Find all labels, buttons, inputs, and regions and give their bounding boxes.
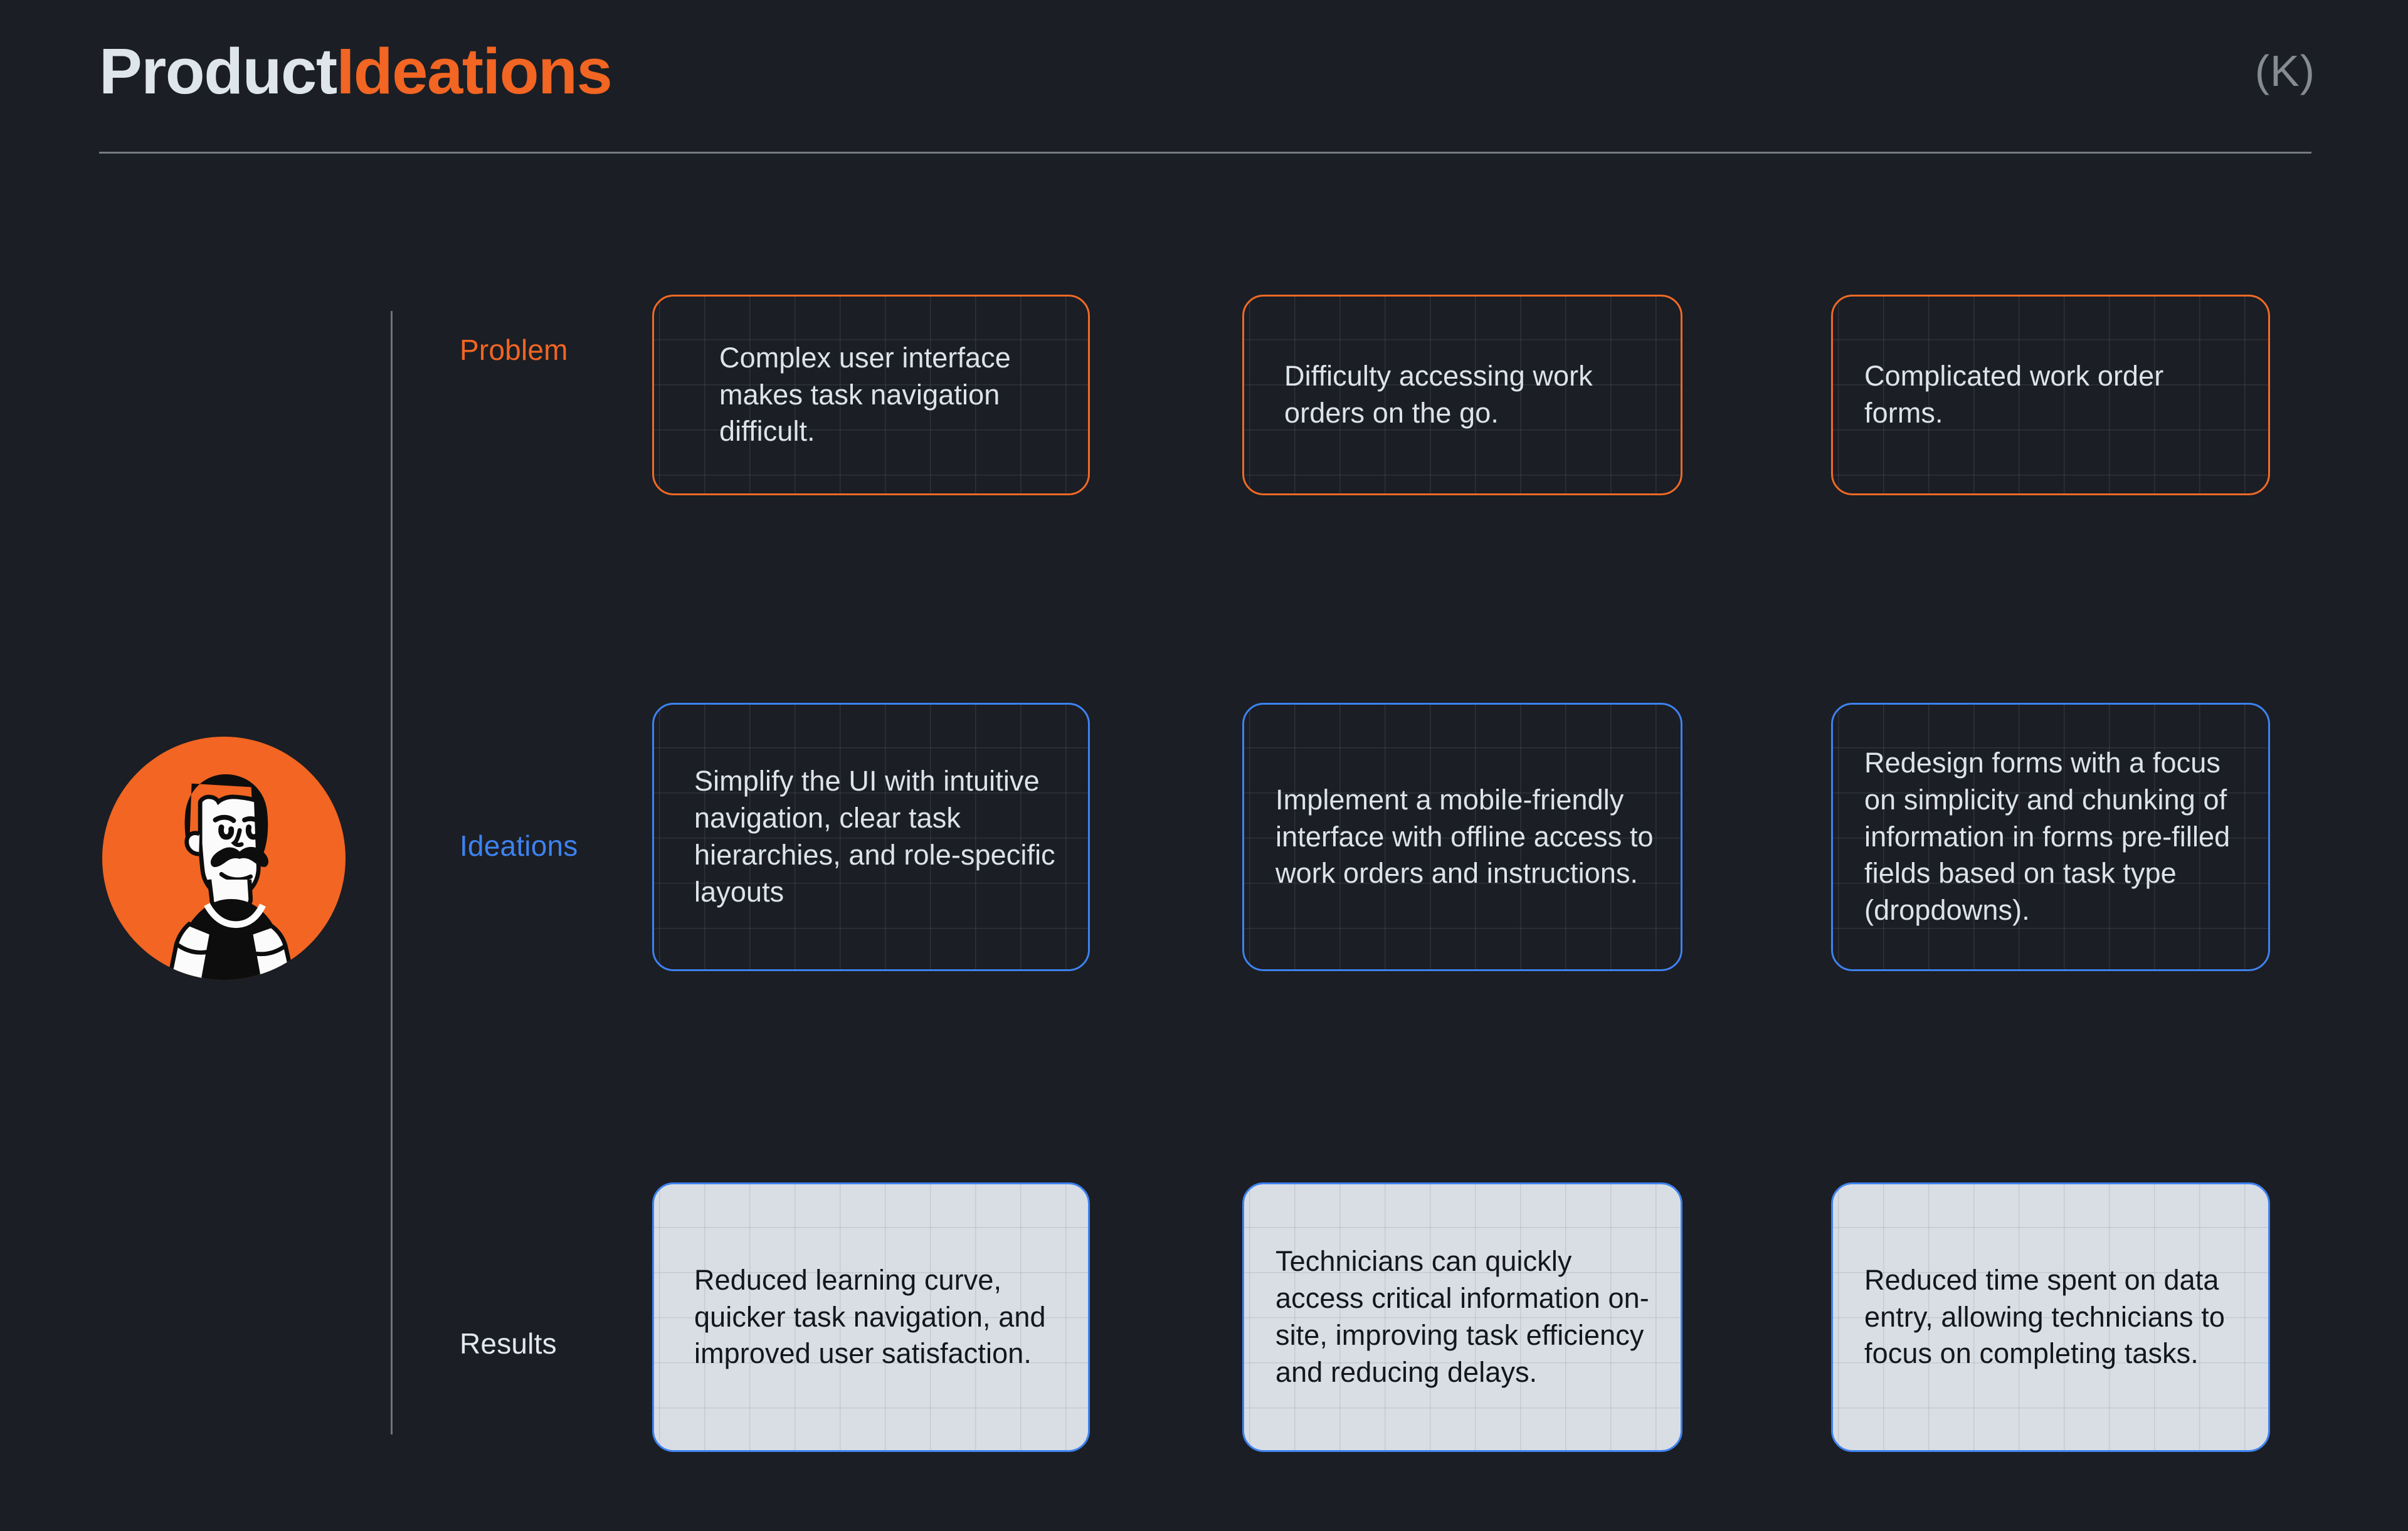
page-title: ProductIdeations: [99, 39, 613, 103]
ideation-card-2[interactable]: Implement a mobile-friendly interface wi…: [1242, 703, 1682, 971]
problem-card-1[interactable]: Complex user interface makes task naviga…: [652, 295, 1090, 495]
problem-card-2[interactable]: Difficulty accessing work orders on the …: [1242, 295, 1682, 495]
result-card-1-text: Reduced learning curve, quicker task nav…: [694, 1263, 1046, 1370]
result-card-3[interactable]: Reduced time spent on data entry, allowi…: [1831, 1182, 2270, 1452]
row-label-problem: Problem: [460, 334, 568, 366]
result-card-3-text: Reduced time spent on data entry, allowi…: [1864, 1263, 2225, 1370]
problem-card-3-text: Complicated work order forms.: [1864, 360, 2164, 429]
problem-card-1-text: Complex user interface makes task naviga…: [719, 341, 1011, 448]
ideation-card-1[interactable]: Simplify the UI with intuitive navigatio…: [652, 703, 1090, 971]
problem-card-3[interactable]: Complicated work order forms.: [1831, 295, 2270, 495]
person-avatar-illustration: [167, 774, 296, 980]
ideation-card-1-text: Simplify the UI with intuitive navigatio…: [694, 765, 1055, 908]
result-card-1[interactable]: Reduced learning curve, quicker task nav…: [652, 1182, 1090, 1452]
row-label-results: Results: [460, 1327, 557, 1360]
slide-badge: (K): [2254, 46, 2315, 95]
slide-header: ProductIdeations (K): [0, 0, 2408, 157]
page-title-primary: Product: [99, 35, 337, 107]
ideation-card-2-text: Implement a mobile-friendly interface wi…: [1275, 783, 1654, 890]
header-divider: [99, 152, 2311, 154]
result-card-2[interactable]: Technicians can quickly access critical …: [1242, 1182, 1682, 1452]
ideation-card-3-text: Redesign forms with a focus on simplicit…: [1864, 746, 2231, 927]
ideation-card-3[interactable]: Redesign forms with a focus on simplicit…: [1831, 703, 2270, 971]
timeline-axis: [391, 311, 393, 1434]
row-label-ideations: Ideations: [460, 829, 578, 862]
problem-card-2-text: Difficulty accessing work orders on the …: [1284, 360, 1593, 429]
avatar: [102, 737, 346, 980]
page-title-accent: Ideations: [336, 35, 613, 107]
result-card-2-text: Technicians can quickly access critical …: [1275, 1245, 1649, 1388]
